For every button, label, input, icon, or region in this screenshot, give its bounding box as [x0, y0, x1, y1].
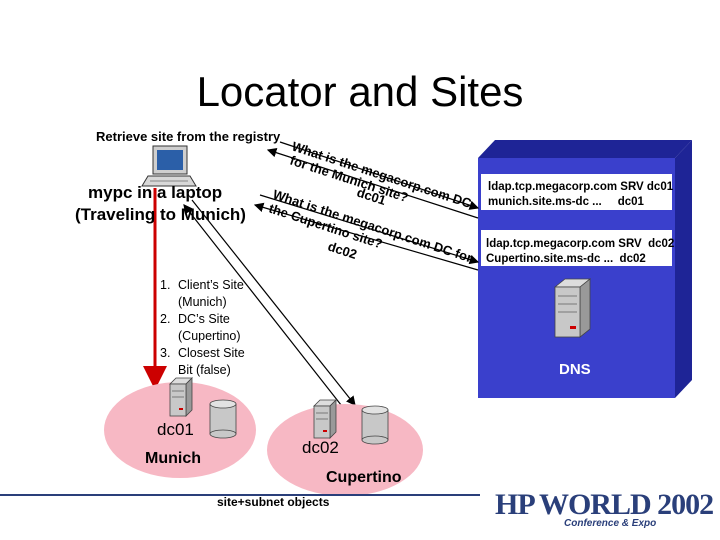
query-arrow-2-out	[259, 194, 480, 265]
dns-srv-record-1-line1: ldap.tcp.megacorp.com SRV dc01	[488, 181, 674, 193]
laptop-icon	[141, 145, 197, 187]
munich-site-label: Munich	[145, 450, 201, 467]
step-text: Client’s Site	[178, 278, 244, 292]
query-arrow-1-out	[279, 141, 480, 210]
step-item: (Cupertino)	[160, 328, 245, 345]
step-item: 1. Client’s Site	[160, 277, 245, 294]
dns-srv-record-1: ldap.tcp.megacorp.com SRV dc01 munich.si…	[488, 180, 693, 210]
step-number: 2.	[160, 312, 171, 326]
dc02-label: dc02	[302, 438, 339, 457]
subnet-objects-label: site+subnet objects	[217, 495, 330, 509]
step-item: Bit (false)	[160, 362, 245, 379]
dns-srv-record-2-line1: ldap.tcp.megacorp.com SRV dc02	[486, 238, 675, 250]
retrieve-label: Retrieve site from the registry	[96, 129, 281, 144]
step-text: (Cupertino)	[178, 329, 241, 343]
dns-srv-record-2: ldap.tcp.megacorp.com SRV dc02 Cupertino…	[486, 237, 691, 267]
step-item: (Munich)	[160, 294, 245, 311]
cupertino-site-label: Cupertino	[326, 469, 402, 486]
step-number: 3.	[160, 346, 171, 360]
dns-label: DNS	[559, 361, 591, 378]
step-text: Bit (false)	[178, 363, 231, 377]
dc02-server-icon	[313, 399, 337, 439]
dns-srv-record-2-line2: Cupertino.site.ms-dc ... dc02	[486, 253, 646, 265]
step-text: Closest Site	[178, 346, 245, 360]
client-to-dc02-arrow	[191, 199, 356, 406]
client-location: (Traveling to Munich)	[75, 205, 246, 224]
client-name: mypc in a laptop	[88, 183, 223, 202]
locator-steps-list: 1. Client’s Site (Munich) 2. DC’s Site (Cu…	[160, 277, 245, 379]
step-text: (Munich)	[178, 295, 227, 309]
step-item: 3. Closest Site	[160, 345, 245, 362]
dc01-server-icon	[169, 377, 193, 417]
dc01-database-icon	[209, 399, 237, 439]
hp-world-logo: HP WORLD 2002	[495, 488, 714, 521]
query-arrow-1-back	[266, 148, 479, 219]
dns-box	[478, 140, 692, 398]
step-item: 2. DC’s Site	[160, 311, 245, 328]
dc02-to-client-arrow	[183, 204, 346, 411]
dc01-label: dc01	[157, 420, 194, 439]
dc02-database-icon	[361, 405, 389, 445]
page-title: Locator and Sites	[196, 68, 524, 115]
dns-srv-record-1-line2: munich.site.ms-dc ... dc01	[488, 196, 644, 208]
step-number: 1.	[160, 278, 171, 292]
query-arrow-2-back	[253, 202, 479, 271]
step-text: DC’s Site	[178, 312, 230, 326]
dns-server-icon	[553, 278, 592, 338]
hp-world-logo-subtitle: Conference & Expo	[564, 518, 657, 529]
